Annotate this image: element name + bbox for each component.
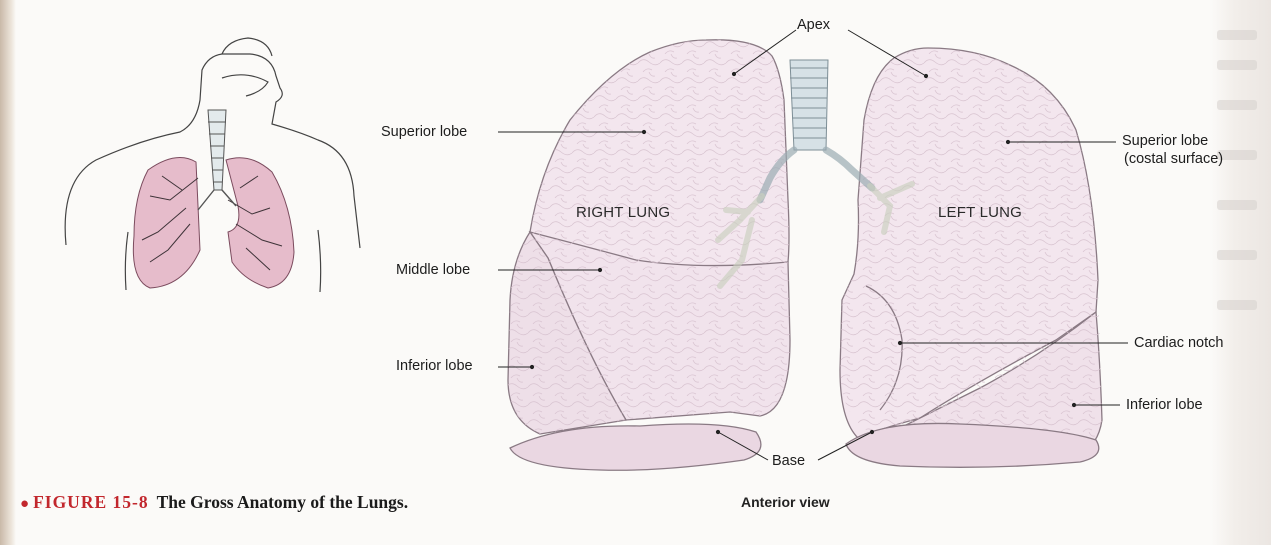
view-label: Anterior view: [741, 494, 830, 510]
label-base: Base: [772, 453, 805, 470]
figure-title: The Gross Anatomy of the Lungs.: [157, 492, 409, 512]
figure-number: FIGURE 15-8: [33, 492, 149, 512]
label-apex: Apex: [797, 17, 830, 34]
caption-bullet-icon: ●: [20, 496, 29, 512]
figure-caption: ●FIGURE 15-8 The Gross Anatomy of the Lun…: [20, 492, 408, 513]
label-left-superior-lobe: Superior lobe: [1122, 133, 1208, 150]
label-cardiac-notch: Cardiac notch: [1134, 335, 1223, 352]
label-middle-lobe: Middle lobe: [396, 262, 470, 279]
inset-left-lung: [226, 158, 294, 288]
right-lung-label: RIGHT LUNG: [576, 204, 670, 221]
label-right-superior-lobe: Superior lobe: [381, 124, 467, 141]
inset-right-lung: [133, 158, 200, 289]
left-lung: [840, 48, 1102, 467]
label-left-superior-lobe-costal: (costal surface): [1124, 151, 1223, 168]
label-left-inferior-lobe: Inferior lobe: [1126, 397, 1203, 414]
right-lung: [508, 40, 790, 470]
left-lung-label: LEFT LUNG: [938, 204, 1022, 221]
label-right-inferior-lobe: Inferior lobe: [396, 358, 473, 375]
